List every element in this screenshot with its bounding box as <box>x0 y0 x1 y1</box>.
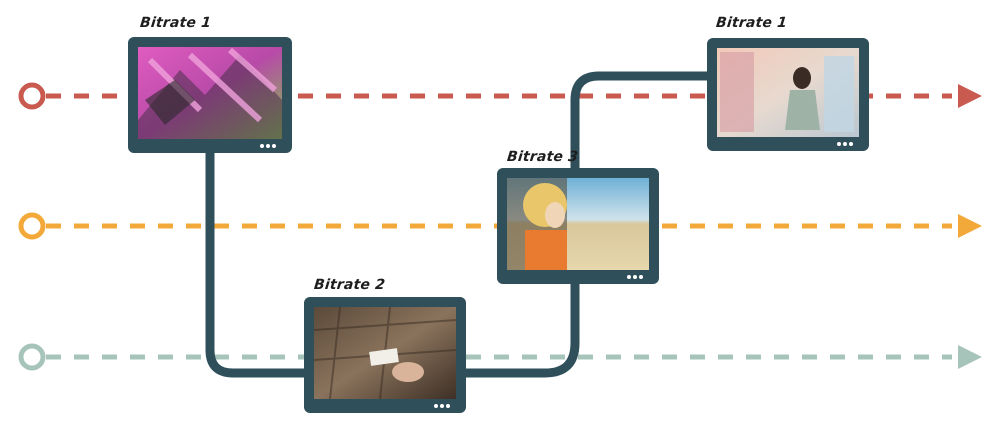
monitor-bitrate-1-a <box>128 37 292 153</box>
track-mid-arrow-icon <box>958 214 982 238</box>
monitor-bitrate-1-b <box>707 38 869 151</box>
more-dots-icon <box>434 404 450 408</box>
track-low-start-icon <box>18 343 46 371</box>
track-mid-start-icon <box>18 212 46 240</box>
segment-label-2: Bitrate 2 <box>313 277 386 293</box>
track-high-start-icon <box>18 82 46 110</box>
track-low <box>18 343 982 371</box>
segment-label-3: Bitrate 3 <box>506 149 579 165</box>
monitor-bitrate-2 <box>304 297 466 413</box>
segment-label-1: Bitrate 1 <box>139 15 212 31</box>
track-low-arrow-icon <box>958 345 982 369</box>
switching-path <box>205 71 717 378</box>
monitor-bitrate-3 <box>497 168 659 284</box>
segment-label-4: Bitrate 1 <box>715 15 788 31</box>
more-dots-icon <box>627 275 643 279</box>
more-dots-icon <box>837 142 853 146</box>
track-high-arrow-icon <box>958 84 982 108</box>
more-dots-icon <box>260 144 276 148</box>
